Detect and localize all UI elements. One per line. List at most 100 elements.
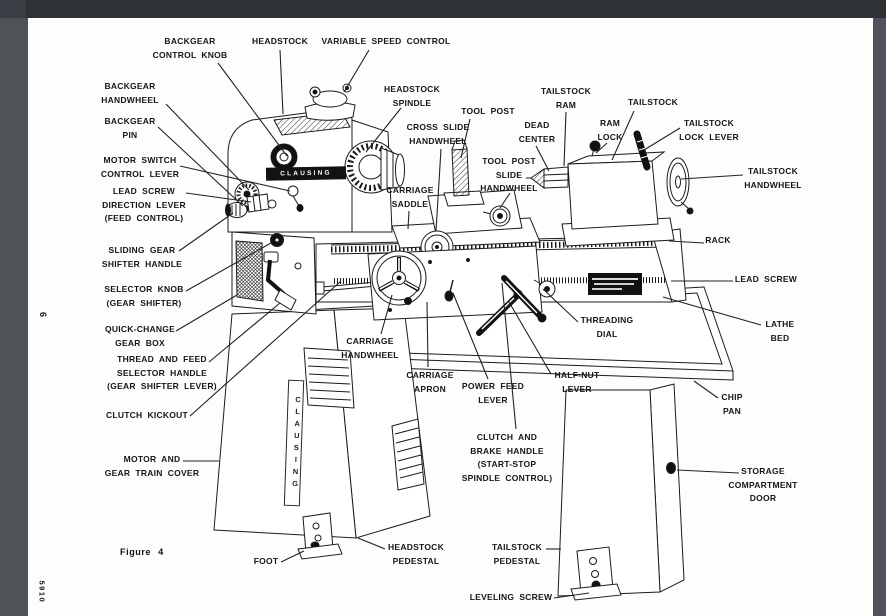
leader-rack: [668, 240, 705, 244]
carriage-drawing: [391, 139, 541, 264]
leader-leveling-screw: [553, 592, 590, 599]
figure-caption: Figure 4: [120, 547, 164, 557]
label-backgear-handwheel: BACKGEAR HANDWHEEL: [101, 81, 159, 105]
leader-tool-post: [460, 118, 471, 159]
label-tailstock-handwheel: TAILSTOCK HANDWHEEL: [744, 166, 802, 190]
page-number: 6: [38, 312, 48, 318]
label-headstock-spindle: HEADSTOCK SPINDLE: [384, 84, 440, 108]
leader-threading-dial: [542, 288, 579, 323]
carriage-handwheel-drawing: [371, 250, 427, 306]
leader-storage-door: [676, 469, 740, 474]
headstock-pedestal-drawing: [213, 307, 431, 560]
label-foot: FOOT: [253, 556, 279, 566]
label-clutch-and-brake-handle: CLUTCH AND BRAKE HANDLE (START-STOP SPIN…: [461, 432, 553, 483]
leader-dead-center: [535, 145, 550, 172]
headstock-foot-drawing: [297, 512, 343, 560]
selector-knob-drawing: [270, 233, 284, 247]
leader-motor-switch: [179, 165, 291, 192]
leader-quick-change: [175, 294, 238, 332]
leader-lead-screw-direction: [185, 192, 252, 203]
label-backgear-pin: BACKGEAR PIN: [104, 116, 156, 140]
apron-drawing: [367, 245, 556, 336]
label-threading-dial: THREADING DIAL: [580, 315, 634, 339]
label-lathe-bed: LATHE BED: [765, 319, 795, 343]
label-clutch-kickout: CLUTCH KICKOUT: [105, 410, 189, 420]
label-dead-center: DEAD CENTER: [518, 120, 556, 144]
leader-carriage-saddle: [407, 210, 410, 230]
tailstock-foot-drawing: [570, 546, 622, 601]
viewer-top-corner: [0, 0, 26, 18]
tailstock-pedestal-drawing: [557, 383, 685, 601]
label-carriage-apron: CARRIAGE APRON: [406, 370, 454, 394]
label-motor-switch-control-lever: MOTOR SWITCH CONTROL LEVER: [100, 155, 180, 179]
variable-speed-control-drawing: [304, 83, 356, 121]
label-headstock: HEADSTOCK: [252, 36, 308, 46]
leader-foot: [280, 550, 305, 563]
leader-carriage-apron: [426, 301, 429, 368]
leader-tool-post-slide-handwheel: [499, 192, 511, 209]
label-motor-and-gear-train-cover: MOTOR AND GEAR TRAIN COVER: [104, 454, 200, 478]
leader-headstock: [279, 49, 284, 115]
leader-chip-pan: [693, 380, 719, 399]
label-lead-screw: LEAD SCREW: [734, 274, 798, 284]
leader-headstock-pedestal: [357, 537, 386, 550]
leader-tailstock: [611, 110, 635, 161]
label-variable-speed-control: VARIABLE SPEED CONTROL: [321, 36, 451, 46]
label-chip-pan: CHIP PAN: [721, 392, 743, 416]
doc-number: 5910: [37, 580, 47, 604]
leader-carriage-handwheel: [380, 294, 393, 335]
tool-post-slide-handwheel-drawing: [482, 205, 511, 227]
leader-tailstock-ram: [563, 111, 567, 167]
label-thread-and-feed-selector-handle: THREAD AND FEED SELECTOR HANDLE (GEAR SH…: [107, 354, 217, 391]
label-rack: RACK: [705, 235, 731, 245]
label-tailstock-ram: TAILSTOCK RAM: [540, 86, 592, 110]
label-sliding-gear-shifter-handle: SLIDING GEAR SHIFTER HANDLE: [101, 245, 183, 269]
label-storage-compartment-door: STORAGE COMPARTMENT DOOR: [728, 466, 798, 503]
label-cross-slide-handwheel: CROSS SLIDE HANDWHEEL: [406, 122, 470, 146]
threading-dial-drawing: [533, 279, 556, 298]
leader-cross-slide-handwheel: [435, 148, 442, 232]
motor-switch-drawing: [287, 185, 304, 212]
leader-clutch-brake-handle: [501, 282, 517, 430]
label-tailstock: TAILSTOCK: [627, 97, 679, 107]
leader-backgear-pin: [157, 126, 244, 207]
label-half-nut-lever: HALF-NUT LEVER: [554, 370, 600, 394]
feed-control-lever-drawing: [246, 193, 277, 213]
viewer-left-edge: [0, 18, 28, 616]
tool-post-drawing: [451, 147, 470, 197]
label-power-feed-lever: POWER FEED LEVER: [461, 381, 525, 405]
leader-headstock-spindle: [365, 107, 402, 153]
leader-clutch-kickout: [189, 280, 342, 417]
leader-backgear-handwheel: [165, 103, 250, 191]
power-feed-lever-drawing: [444, 279, 454, 302]
tailstock-ram-drawing: [526, 166, 569, 190]
label-selector-knob: SELECTOR KNOB (GEAR SHIFTER): [104, 284, 184, 308]
dead-center-drawing: [530, 168, 545, 190]
gearbox-drawing: [231, 231, 317, 315]
tailstock-lock-lever-drawing: [633, 130, 651, 171]
leader-half-nut-lever: [508, 301, 552, 375]
label-headstock-pedestal: HEADSTOCK PEDESTAL: [388, 542, 444, 566]
label-leveling-screw: LEVELING SCREW: [469, 592, 553, 602]
leader-ram-lock: [595, 142, 608, 154]
leader-lines: [157, 49, 762, 599]
viewer-top-bar: [0, 0, 886, 18]
label-carriage-handwheel: CARRIAGE HANDWHEEL: [341, 336, 399, 360]
leader-tailstock-lock-lever: [643, 127, 681, 151]
label-lead-screw-direction-lever: LEAD SCREW DIRECTION LEVER (FEED CONTROL…: [102, 186, 186, 223]
ram-lock-drawing: [589, 140, 601, 157]
leader-power-feed-lever: [452, 292, 489, 380]
leader-sliding-gear: [178, 212, 234, 252]
tailstock-handwheel-drawing: [666, 157, 694, 215]
leader-thread-feed: [208, 302, 281, 363]
leader-tailstock-handwheel: [680, 174, 744, 180]
label-tool-post: TOOL POST: [461, 106, 515, 116]
headstock-brand-plate: CLAUSING: [265, 166, 347, 181]
label-tailstock-lock-lever: TAILSTOCK LOCK LEVER: [679, 118, 739, 142]
viewer-right-edge: [873, 18, 886, 616]
leader-backgear-control-knob: [217, 62, 288, 157]
storage-door-knob: [666, 462, 676, 474]
label-quick-change-gear-box: QUICK-CHANGE GEAR BOX: [104, 324, 176, 348]
spindle-drawing: [344, 140, 405, 194]
